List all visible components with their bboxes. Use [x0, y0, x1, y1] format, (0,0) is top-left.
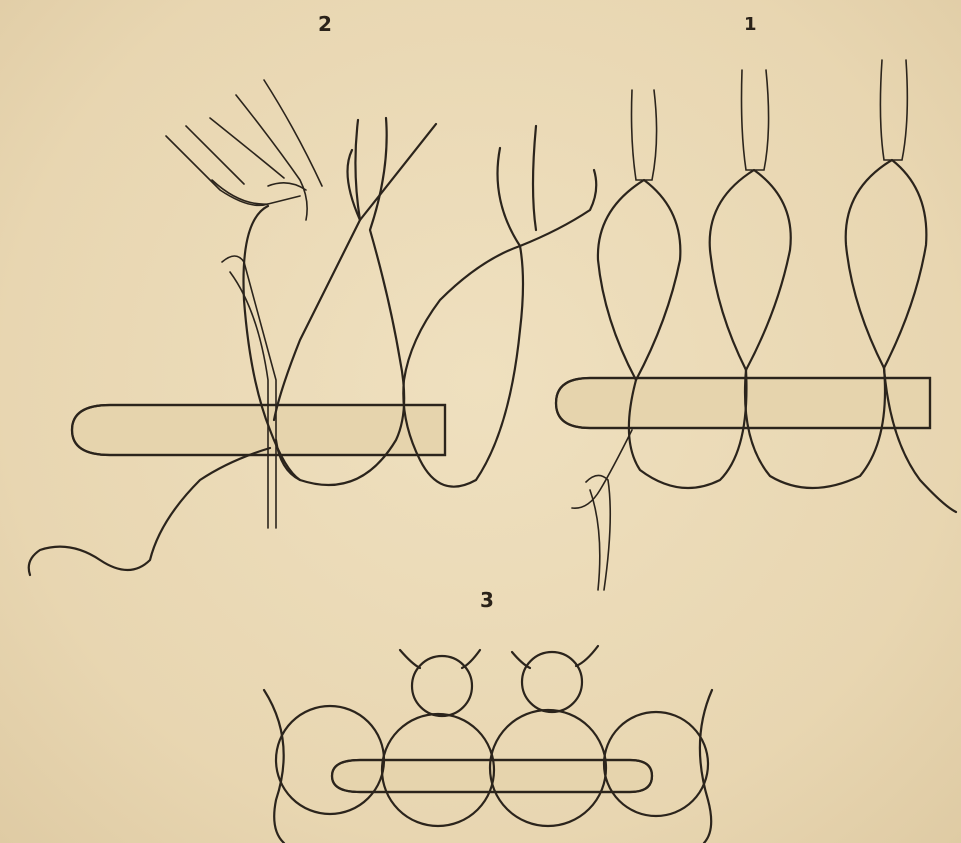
- netting-needle-2: [222, 256, 276, 528]
- figure-2: [29, 80, 597, 575]
- mesh-stick-2: [72, 405, 445, 455]
- cord-ends-1: [632, 60, 908, 180]
- hand-sketch: [166, 80, 322, 220]
- netting-needle-1: [572, 430, 632, 590]
- figure-3: [264, 646, 712, 843]
- figure-1: [556, 60, 956, 590]
- mesh-stick-1: [556, 378, 930, 428]
